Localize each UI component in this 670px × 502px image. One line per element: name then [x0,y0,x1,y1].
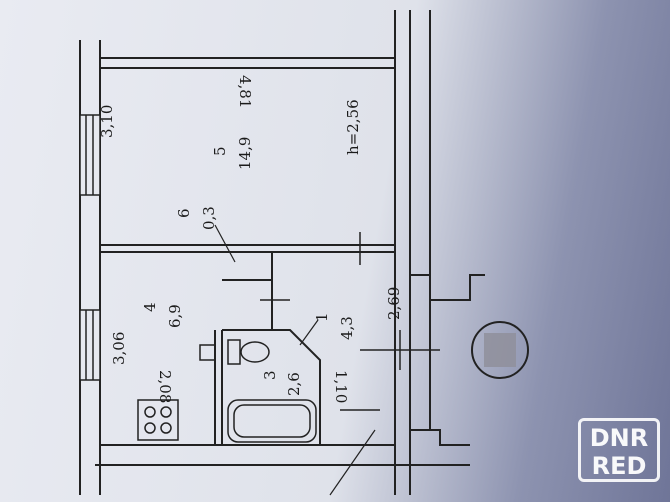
sink-icon [199,344,216,361]
dim-room4-length: 3,06 [110,332,128,365]
windows [79,114,101,381]
stair-outline-lower [410,429,470,446]
compass-icon [471,321,529,379]
dim-kitchen-width: 2,08 [156,370,174,403]
watermark-line-1: DNR [589,424,649,452]
room-1-area: 4,3 [338,316,356,340]
window-room-5 [79,114,101,196]
toilet-tank-icon [227,339,241,365]
bathtub-icon [227,399,317,443]
window-room-4 [79,309,101,381]
toilet-icon [240,341,270,363]
fixtures [137,339,317,443]
dim-hall-width: 1,10 [332,370,350,403]
room-6-area: 0,3 [200,206,218,230]
leader-lines [214,224,376,496]
watermark-line-2: RED [591,452,647,480]
dim-top-width: 4,81 [236,75,254,108]
ceiling-height: h=2,56 [344,99,362,155]
room-3-area: 2,6 [285,372,303,396]
dim-hall-length: 2,69 [385,287,403,320]
stair-outline [410,274,485,301]
room-1-number: 1 [313,312,331,322]
room-3-number: 3 [261,370,279,380]
room-5-area: 14,9 [236,137,254,170]
doors [260,232,440,411]
room-5-number: 5 [211,146,229,156]
plan-walls [79,10,485,495]
room-6-number: 6 [175,208,193,218]
watermark-logo: DNR RED [578,418,660,482]
room-4-area: 6,9 [166,304,184,328]
dim-room5-length: 3,10 [98,105,116,138]
bathroom-outline [222,329,321,445]
room-4-number: 4 [141,302,159,312]
stove-icon [137,399,179,441]
